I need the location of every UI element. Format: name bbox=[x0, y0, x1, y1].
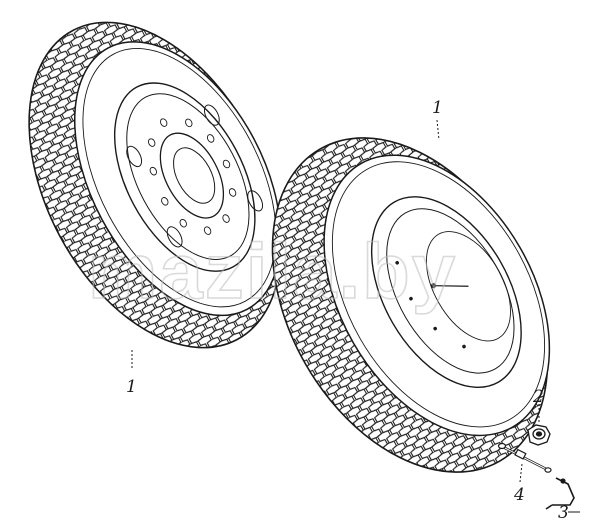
leader-lines bbox=[131, 119, 580, 513]
watermark-text: mazila.by bbox=[88, 227, 457, 315]
right-wheel bbox=[271, 137, 551, 473]
nut-part bbox=[527, 424, 551, 446]
right-tire bbox=[271, 137, 551, 473]
left-tire bbox=[28, 21, 282, 349]
left-vent-slots bbox=[126, 104, 264, 248]
callout-clamp: 3 bbox=[558, 503, 569, 523]
left-stud-holes bbox=[148, 118, 237, 235]
right-stud-holes bbox=[395, 260, 466, 349]
callout-left-tire: 1 bbox=[126, 377, 137, 397]
clamp-part bbox=[545, 477, 575, 510]
callout-right-tire: 1 bbox=[432, 98, 443, 118]
valve-stem-part bbox=[497, 442, 552, 473]
left-wheel bbox=[28, 21, 282, 349]
callout-valve: 4 bbox=[513, 485, 525, 505]
callout-nut: 2 bbox=[532, 387, 544, 407]
